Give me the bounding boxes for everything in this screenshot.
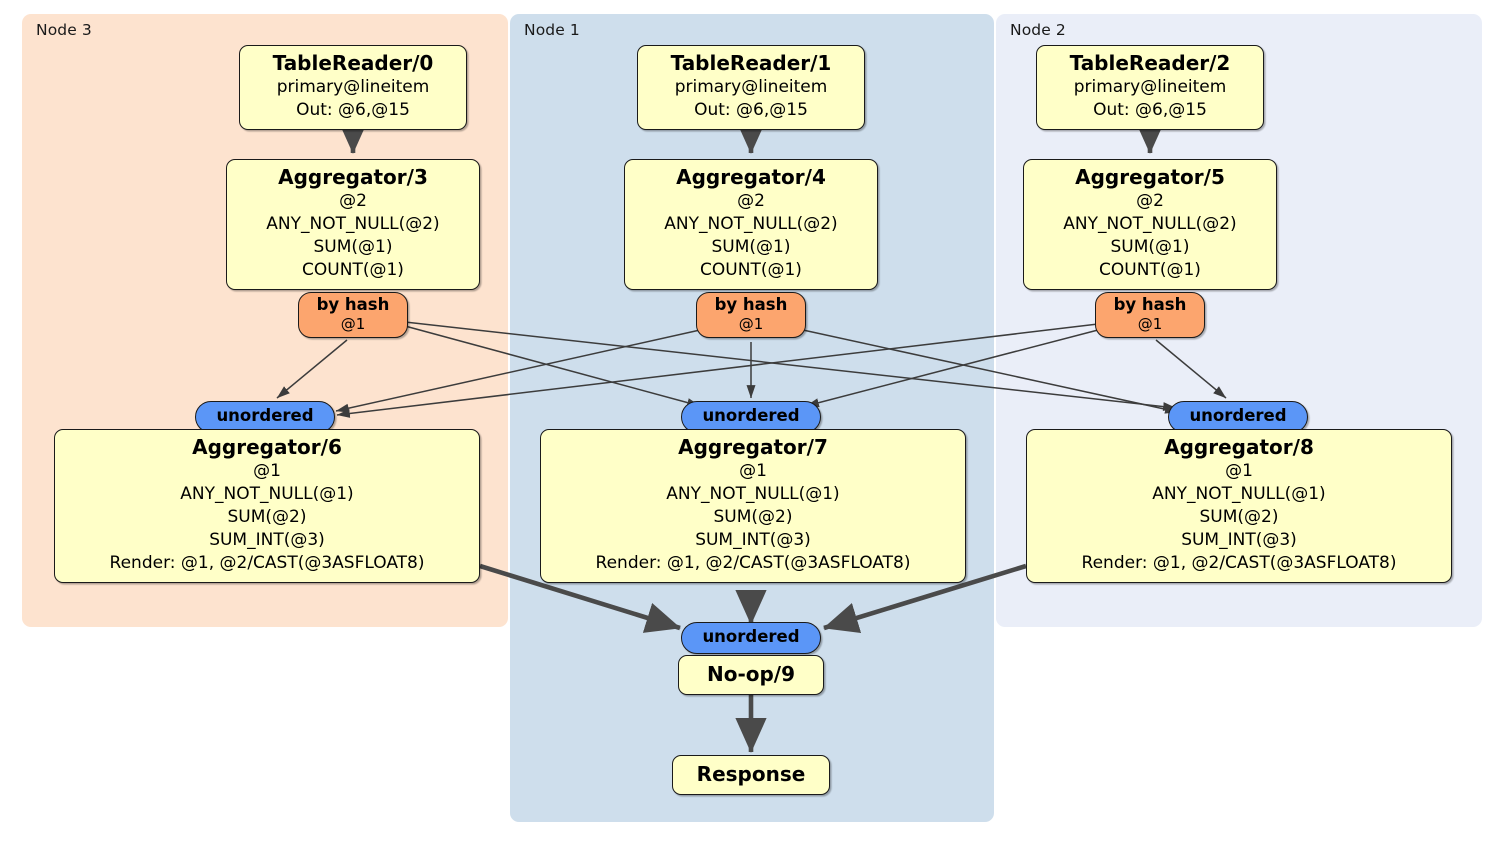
router-title: by hash xyxy=(1113,295,1187,314)
processor-line: SUM_INT(@3) xyxy=(209,530,325,550)
processor-aggregator-7[interactable]: Aggregator/7 @1 ANY_NOT_NULL(@1) SUM(@2)… xyxy=(540,429,966,583)
processor-aggregator-3[interactable]: Aggregator/3 @2 ANY_NOT_NULL(@2) SUM(@1)… xyxy=(226,159,480,290)
panel-node-2-label: Node 2 xyxy=(1010,21,1066,39)
processor-render-line: Render: @1, @2/CAST(@3ASFLOAT8) xyxy=(1081,553,1397,573)
panel-node-1-label: Node 1 xyxy=(524,21,580,39)
processor-line: ANY_NOT_NULL(@1) xyxy=(666,484,840,504)
processor-tablereader-0[interactable]: TableReader/0 primary@lineitem Out: @6,@… xyxy=(239,45,467,130)
processor-aggregator-6[interactable]: Aggregator/6 @1 ANY_NOT_NULL(@1) SUM(@2)… xyxy=(54,429,480,583)
processor-render-line: Render: @1, @2/CAST(@3ASFLOAT8) xyxy=(109,553,425,573)
stream-unordered-7[interactable]: unordered xyxy=(681,401,821,433)
processor-line: Out: @6,@15 xyxy=(694,100,808,120)
stream-title: unordered xyxy=(216,406,314,425)
stream-unordered-6[interactable]: unordered xyxy=(195,401,335,433)
processor-tablereader-2[interactable]: TableReader/2 primary@lineitem Out: @6,@… xyxy=(1036,45,1264,130)
processor-line: ANY_NOT_NULL(@2) xyxy=(1063,214,1237,234)
processor-line: Out: @6,@15 xyxy=(296,100,410,120)
router-title: by hash xyxy=(316,295,390,314)
processor-line: @2 xyxy=(1136,191,1164,211)
processor-title: Aggregator/8 xyxy=(1164,435,1314,459)
router-by-hash-5[interactable]: by hash @1 xyxy=(1095,292,1205,338)
router-line: @1 xyxy=(1137,315,1163,333)
processor-title: Aggregator/3 xyxy=(278,165,428,189)
processor-line: COUNT(@1) xyxy=(700,260,802,280)
processor-title: No-op/9 xyxy=(706,662,796,686)
processor-line: @1 xyxy=(253,461,281,481)
processor-line: SUM(@1) xyxy=(1110,237,1190,257)
router-by-hash-4[interactable]: by hash @1 xyxy=(696,292,806,338)
stream-title: unordered xyxy=(702,627,800,646)
processor-line: SUM_INT(@3) xyxy=(1181,530,1297,550)
processor-line: ANY_NOT_NULL(@2) xyxy=(266,214,440,234)
panel-node-3-label: Node 3 xyxy=(36,21,92,39)
processor-title: Aggregator/7 xyxy=(678,435,828,459)
processor-line: primary@lineitem xyxy=(276,77,430,97)
processor-line: @2 xyxy=(737,191,765,211)
processor-aggregator-4[interactable]: Aggregator/4 @2 ANY_NOT_NULL(@2) SUM(@1)… xyxy=(624,159,878,290)
processor-line: ANY_NOT_NULL(@1) xyxy=(180,484,354,504)
processor-title: Aggregator/5 xyxy=(1075,165,1225,189)
processor-line: SUM(@1) xyxy=(711,237,791,257)
processor-aggregator-8[interactable]: Aggregator/8 @1 ANY_NOT_NULL(@1) SUM(@2)… xyxy=(1026,429,1452,583)
stream-title: unordered xyxy=(702,406,800,425)
stream-unordered-9[interactable]: unordered xyxy=(681,622,821,654)
stream-unordered-8[interactable]: unordered xyxy=(1168,401,1308,433)
processor-title: TableReader/0 xyxy=(272,51,434,75)
processor-title: TableReader/2 xyxy=(1069,51,1231,75)
processor-line: SUM_INT(@3) xyxy=(695,530,811,550)
processor-title: Aggregator/4 xyxy=(676,165,826,189)
router-by-hash-3[interactable]: by hash @1 xyxy=(298,292,408,338)
processor-response[interactable]: Response xyxy=(672,755,830,795)
processor-line: @1 xyxy=(1225,461,1253,481)
processor-line: SUM(@2) xyxy=(713,507,793,527)
processor-line: ANY_NOT_NULL(@1) xyxy=(1152,484,1326,504)
router-line: @1 xyxy=(738,315,764,333)
processor-line: primary@lineitem xyxy=(674,77,828,97)
processor-line: SUM(@1) xyxy=(313,237,393,257)
processor-line: ANY_NOT_NULL(@2) xyxy=(664,214,838,234)
router-title: by hash xyxy=(714,295,788,314)
processor-line: @1 xyxy=(739,461,767,481)
processor-tablereader-1[interactable]: TableReader/1 primary@lineitem Out: @6,@… xyxy=(637,45,865,130)
processor-line: COUNT(@1) xyxy=(1099,260,1201,280)
processor-title: TableReader/1 xyxy=(670,51,832,75)
processor-line: primary@lineitem xyxy=(1073,77,1227,97)
processor-title: Aggregator/6 xyxy=(192,435,342,459)
processor-aggregator-5[interactable]: Aggregator/5 @2 ANY_NOT_NULL(@2) SUM(@1)… xyxy=(1023,159,1277,290)
processor-line: SUM(@2) xyxy=(227,507,307,527)
processor-title: Response xyxy=(696,762,806,786)
processor-noop-9[interactable]: No-op/9 xyxy=(678,655,824,695)
processor-line: SUM(@2) xyxy=(1199,507,1279,527)
router-line: @1 xyxy=(340,315,366,333)
processor-line: COUNT(@1) xyxy=(302,260,404,280)
stream-title: unordered xyxy=(1189,406,1287,425)
processor-render-line: Render: @1, @2/CAST(@3ASFLOAT8) xyxy=(595,553,911,573)
processor-line: Out: @6,@15 xyxy=(1093,100,1207,120)
processor-line: @2 xyxy=(339,191,367,211)
